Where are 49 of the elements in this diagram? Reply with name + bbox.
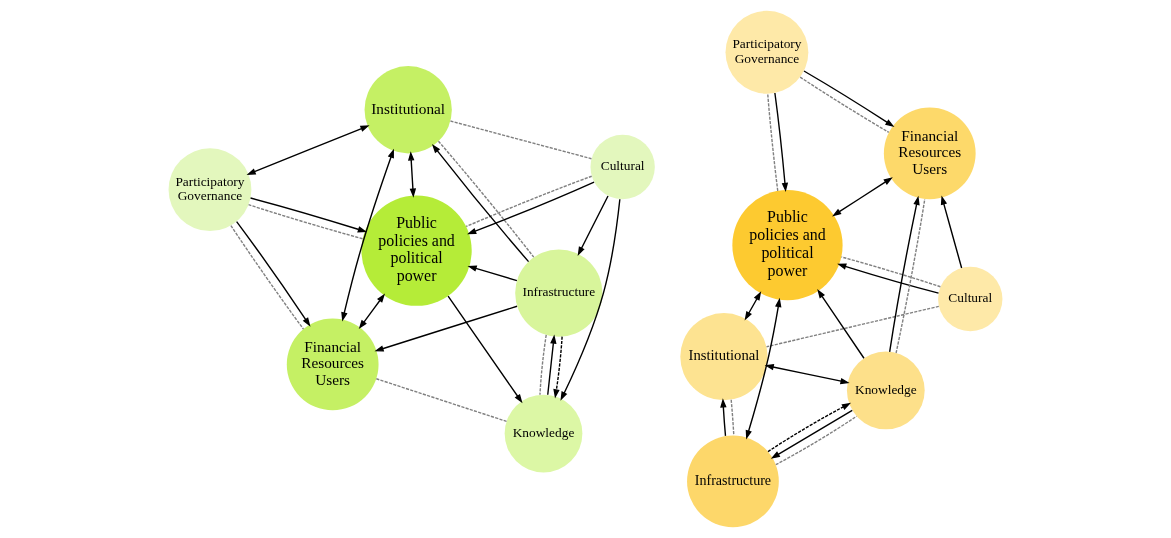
arrow <box>745 297 782 440</box>
arrow <box>560 198 621 401</box>
node-circle: Infrastructure <box>515 249 603 337</box>
node-circle: Participatory Governance <box>168 148 252 232</box>
connector <box>775 415 858 466</box>
arrow <box>817 289 865 359</box>
connector <box>730 399 735 436</box>
connector <box>765 305 940 348</box>
arrow <box>374 305 518 352</box>
arrow <box>770 409 853 459</box>
arrow <box>467 265 518 282</box>
arrow <box>764 363 850 385</box>
arrow <box>774 92 789 193</box>
arrow <box>547 334 557 396</box>
arrow <box>837 263 940 294</box>
connector <box>840 256 942 288</box>
arrow <box>744 291 762 321</box>
arrow <box>467 181 595 235</box>
connector <box>247 204 364 240</box>
connector <box>799 76 890 133</box>
node-circle: Cultural <box>590 134 655 200</box>
connector <box>895 198 926 354</box>
connector <box>539 334 547 396</box>
node-circle: Cultural <box>938 266 1003 332</box>
connector <box>437 140 535 258</box>
node-circle: Participatory Governance <box>725 10 809 94</box>
arrow <box>235 220 311 327</box>
arrow <box>431 143 530 263</box>
arrow <box>767 402 852 453</box>
arrow <box>940 195 963 269</box>
arrow <box>408 151 417 198</box>
connector <box>465 175 593 228</box>
arrow <box>447 295 523 404</box>
arrow <box>358 293 386 330</box>
arrow <box>246 125 370 175</box>
node-circle: Knowledge <box>846 351 925 430</box>
arrow <box>553 335 563 399</box>
connector <box>767 93 779 192</box>
arrow <box>341 148 394 322</box>
connector <box>449 120 593 160</box>
arrow <box>249 197 367 233</box>
connector <box>230 224 305 330</box>
node-circle: Institutional <box>680 313 768 401</box>
arrow <box>888 195 920 353</box>
arrow <box>803 70 895 128</box>
arrow <box>832 177 893 217</box>
arrow <box>720 398 727 437</box>
arrow <box>577 195 609 256</box>
connector <box>375 378 508 423</box>
